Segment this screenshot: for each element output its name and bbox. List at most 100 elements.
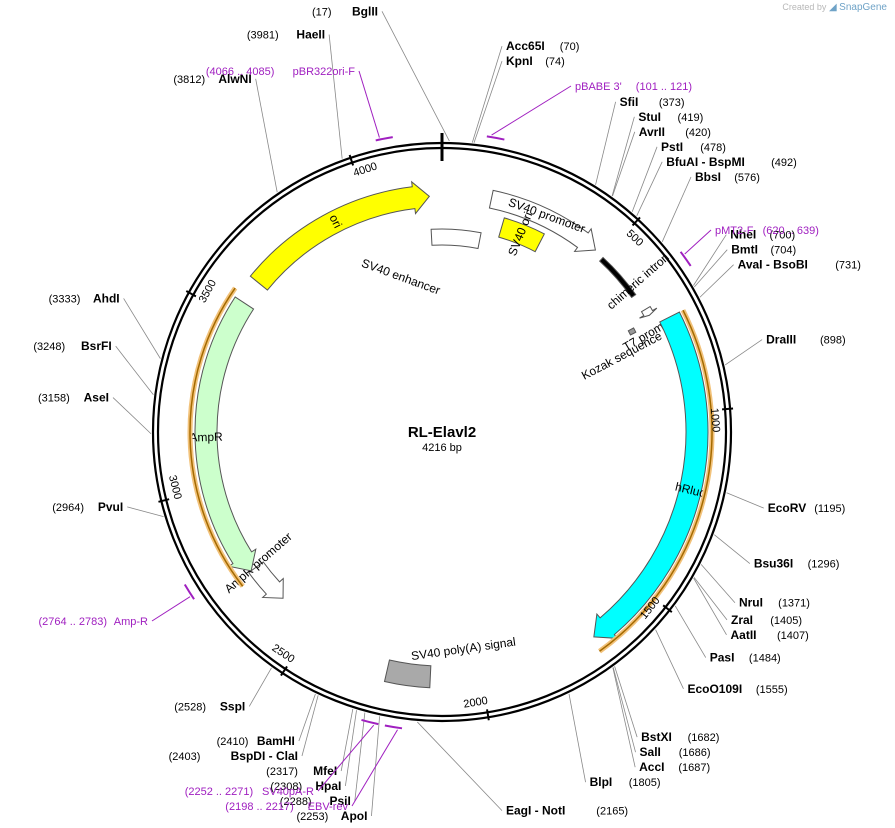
- enzyme-site-sspi: SspI(2528): [174, 667, 272, 713]
- enzyme-position-bsrfi: (3248): [33, 341, 65, 353]
- enzyme-position-sfii: (373): [659, 97, 685, 109]
- enzyme-leader-hpai: [344, 710, 357, 787]
- enzyme-leader-aatii: [693, 577, 727, 636]
- enzyme-position-draiii: (898): [820, 335, 846, 347]
- primer-layer: pBR322ori-F(4066 .. 4085) pBABE 3'(101 ..…: [39, 66, 819, 813]
- enzyme-position-ecoo109i: (1555): [756, 684, 788, 696]
- enzyme-site-bglii: BglII (17): [312, 4, 450, 142]
- primer-mark-pbr322ori-f: [375, 136, 393, 142]
- feature-shape-kozak-sequence: [627, 327, 637, 336]
- feature-shape-ampr-promoter: [248, 561, 284, 599]
- primer-pbabe-3: pBABE 3'(101 .. 121): [486, 81, 692, 141]
- enzyme-site-kpni: KpnI(74): [473, 54, 565, 143]
- enzyme-name-hpai: HpaI: [315, 779, 341, 793]
- feature-label-ori: ori: [326, 212, 345, 230]
- primer-name-ebv-rev: EBV-rev: [308, 801, 349, 813]
- enzyme-position-nhei: (700): [769, 230, 795, 242]
- primer-mark-pbabe-3: [486, 135, 505, 141]
- tick-label-4000: 4000: [352, 160, 379, 179]
- enzyme-name-avai-bsobi: AvaI - BsoBI: [738, 258, 808, 272]
- snapgene-logo-icon: ◢: [828, 2, 837, 13]
- enzyme-name-bglii: BglII: [352, 4, 378, 18]
- enzyme-leader-bspdi-clai: [301, 695, 319, 757]
- enzyme-leader-ecoo109i: [655, 629, 684, 689]
- enzyme-site-ecorv: EcoRV(1195): [726, 492, 845, 515]
- created-by-text: Created by: [782, 2, 827, 12]
- enzyme-position-bbsi: (576): [734, 172, 760, 184]
- enzyme-site-zrai: ZraI(1405): [693, 577, 802, 627]
- enzyme-leader-pasi: [674, 605, 707, 658]
- enzyme-leader-sali: [612, 667, 636, 753]
- enzyme-site-avai-bsobi: AvaI - BsoBI(731): [699, 258, 861, 298]
- primer-range-sv40pa-r: (2252 .. 2271): [185, 786, 254, 798]
- enzyme-leader-avrii: [612, 131, 636, 197]
- enzyme-name-blpi: BlpI: [590, 775, 613, 789]
- enzyme-leader-bfuai-bspmi: [636, 161, 663, 216]
- primer-sv40pa-r: SV40pA-R (2252 .. 2271): [185, 718, 379, 798]
- enzyme-leader-nhei: [693, 234, 727, 286]
- enzyme-position-bstxi: (1682): [688, 732, 720, 744]
- enzyme-name-acci: AccI: [639, 760, 664, 774]
- primer-mark-sv40pa-r: [361, 718, 379, 726]
- feature-shape-sv40-enhancer: [430, 228, 482, 250]
- enzyme-name-stui: StuI: [638, 110, 661, 124]
- enzyme-name-aatii: AatII: [731, 628, 757, 642]
- feature-kozak-sequence: Kozak sequence: [579, 327, 664, 383]
- enzyme-name-bmti: BmtI: [731, 243, 758, 257]
- enzyme-leader-eagi-noti: [417, 721, 503, 811]
- tick-mark-2000: [486, 709, 490, 721]
- enzyme-position-mfei: (2317): [266, 766, 298, 778]
- enzyme-leader-bglii: [381, 11, 450, 142]
- plasmid-size: 4216 bp: [422, 442, 462, 454]
- enzyme-site-eagi-noti: EagI - NotI(2165): [417, 721, 628, 818]
- enzyme-position-bglii: (17): [312, 6, 332, 18]
- enzyme-position-eagi-noti: (2165): [596, 806, 628, 818]
- enzyme-leader-bbsi: [661, 176, 692, 242]
- enzyme-position-acci: (1687): [678, 762, 710, 774]
- enzyme-name-bbsi: BbsI: [695, 170, 721, 184]
- enzyme-leader-zrai: [693, 577, 728, 621]
- primer-name-amp-r: Amp-R: [114, 616, 148, 628]
- enzyme-name-bspdi-clai: BspDI - ClaI: [231, 749, 298, 763]
- enzyme-site-acc65i: Acc65I(70): [471, 39, 579, 143]
- enzyme-site-ecoo109i: EcoO109I(1555): [655, 629, 788, 696]
- enzyme-site-alwni: AlwNI (3812): [173, 72, 278, 193]
- enzyme-name-sfii: SfiI: [620, 95, 639, 109]
- feature-ori: ori: [249, 180, 431, 291]
- enzyme-site-psii: PsiI(2288): [280, 712, 366, 808]
- enzyme-leader-ecorv: [726, 492, 764, 509]
- enzyme-leader-acc65i: [471, 45, 503, 143]
- feature-shape-sv40-poly-a-signal: [383, 659, 432, 689]
- primer-name-sv40pa-r: SV40pA-R: [262, 786, 314, 798]
- feature-label-ampr: AmpR: [189, 430, 223, 445]
- enzyme-name-nrui: NruI: [739, 596, 763, 610]
- enzyme-name-bsu36i: Bsu36I: [754, 557, 793, 571]
- enzyme-site-mfei: MfeI(2317): [266, 708, 354, 778]
- tick-mark-500: [631, 216, 641, 227]
- highlight-core-hrluc: [599, 309, 713, 652]
- enzyme-position-stui: (419): [678, 112, 704, 124]
- primer-pbr322ori-f: pBR322ori-F(4066 .. 4085): [206, 66, 393, 142]
- enzyme-position-apoi: (2253): [296, 811, 328, 823]
- enzyme-position-bamhi: (2410): [217, 736, 249, 748]
- enzyme-position-bsu36i: (1296): [808, 559, 840, 571]
- primer-mark-pmt2-f: [679, 251, 692, 267]
- enzyme-name-apoi: ApoI: [341, 809, 368, 823]
- enzyme-site-draiii: DraIII (898): [724, 333, 846, 366]
- primer-leader-sv40pa-r: [317, 724, 375, 792]
- enzyme-position-pasi: (1484): [749, 653, 781, 665]
- snapgene-branding: Created by ◢ SnapGene: [782, 2, 887, 13]
- enzyme-name-draiii: DraIII: [766, 333, 796, 347]
- enzyme-site-avrii: AvrII(420): [612, 125, 711, 197]
- enzyme-name-pasi: PasI: [710, 651, 735, 665]
- enzyme-name-avrii: AvrII: [639, 125, 665, 139]
- enzyme-leader-pvui: [127, 506, 164, 518]
- primer-range-ebv-rev: (2198 .. 2217): [225, 801, 294, 813]
- feature-label-kozak-sequence: Kozak sequence: [579, 329, 664, 383]
- enzyme-layer: BglII (17) Acc65I(70)KpnI(74) SfiI (373)StuI…: [33, 4, 860, 823]
- enzyme-site-sfii: SfiI (373): [595, 95, 685, 185]
- enzyme-position-alwni: (3812): [173, 74, 205, 86]
- enzyme-name-alwni: AlwNI: [218, 72, 251, 86]
- enzyme-site-haeii: HaeII(3981): [247, 28, 343, 159]
- feature-ampr: AmpR: [189, 296, 257, 572]
